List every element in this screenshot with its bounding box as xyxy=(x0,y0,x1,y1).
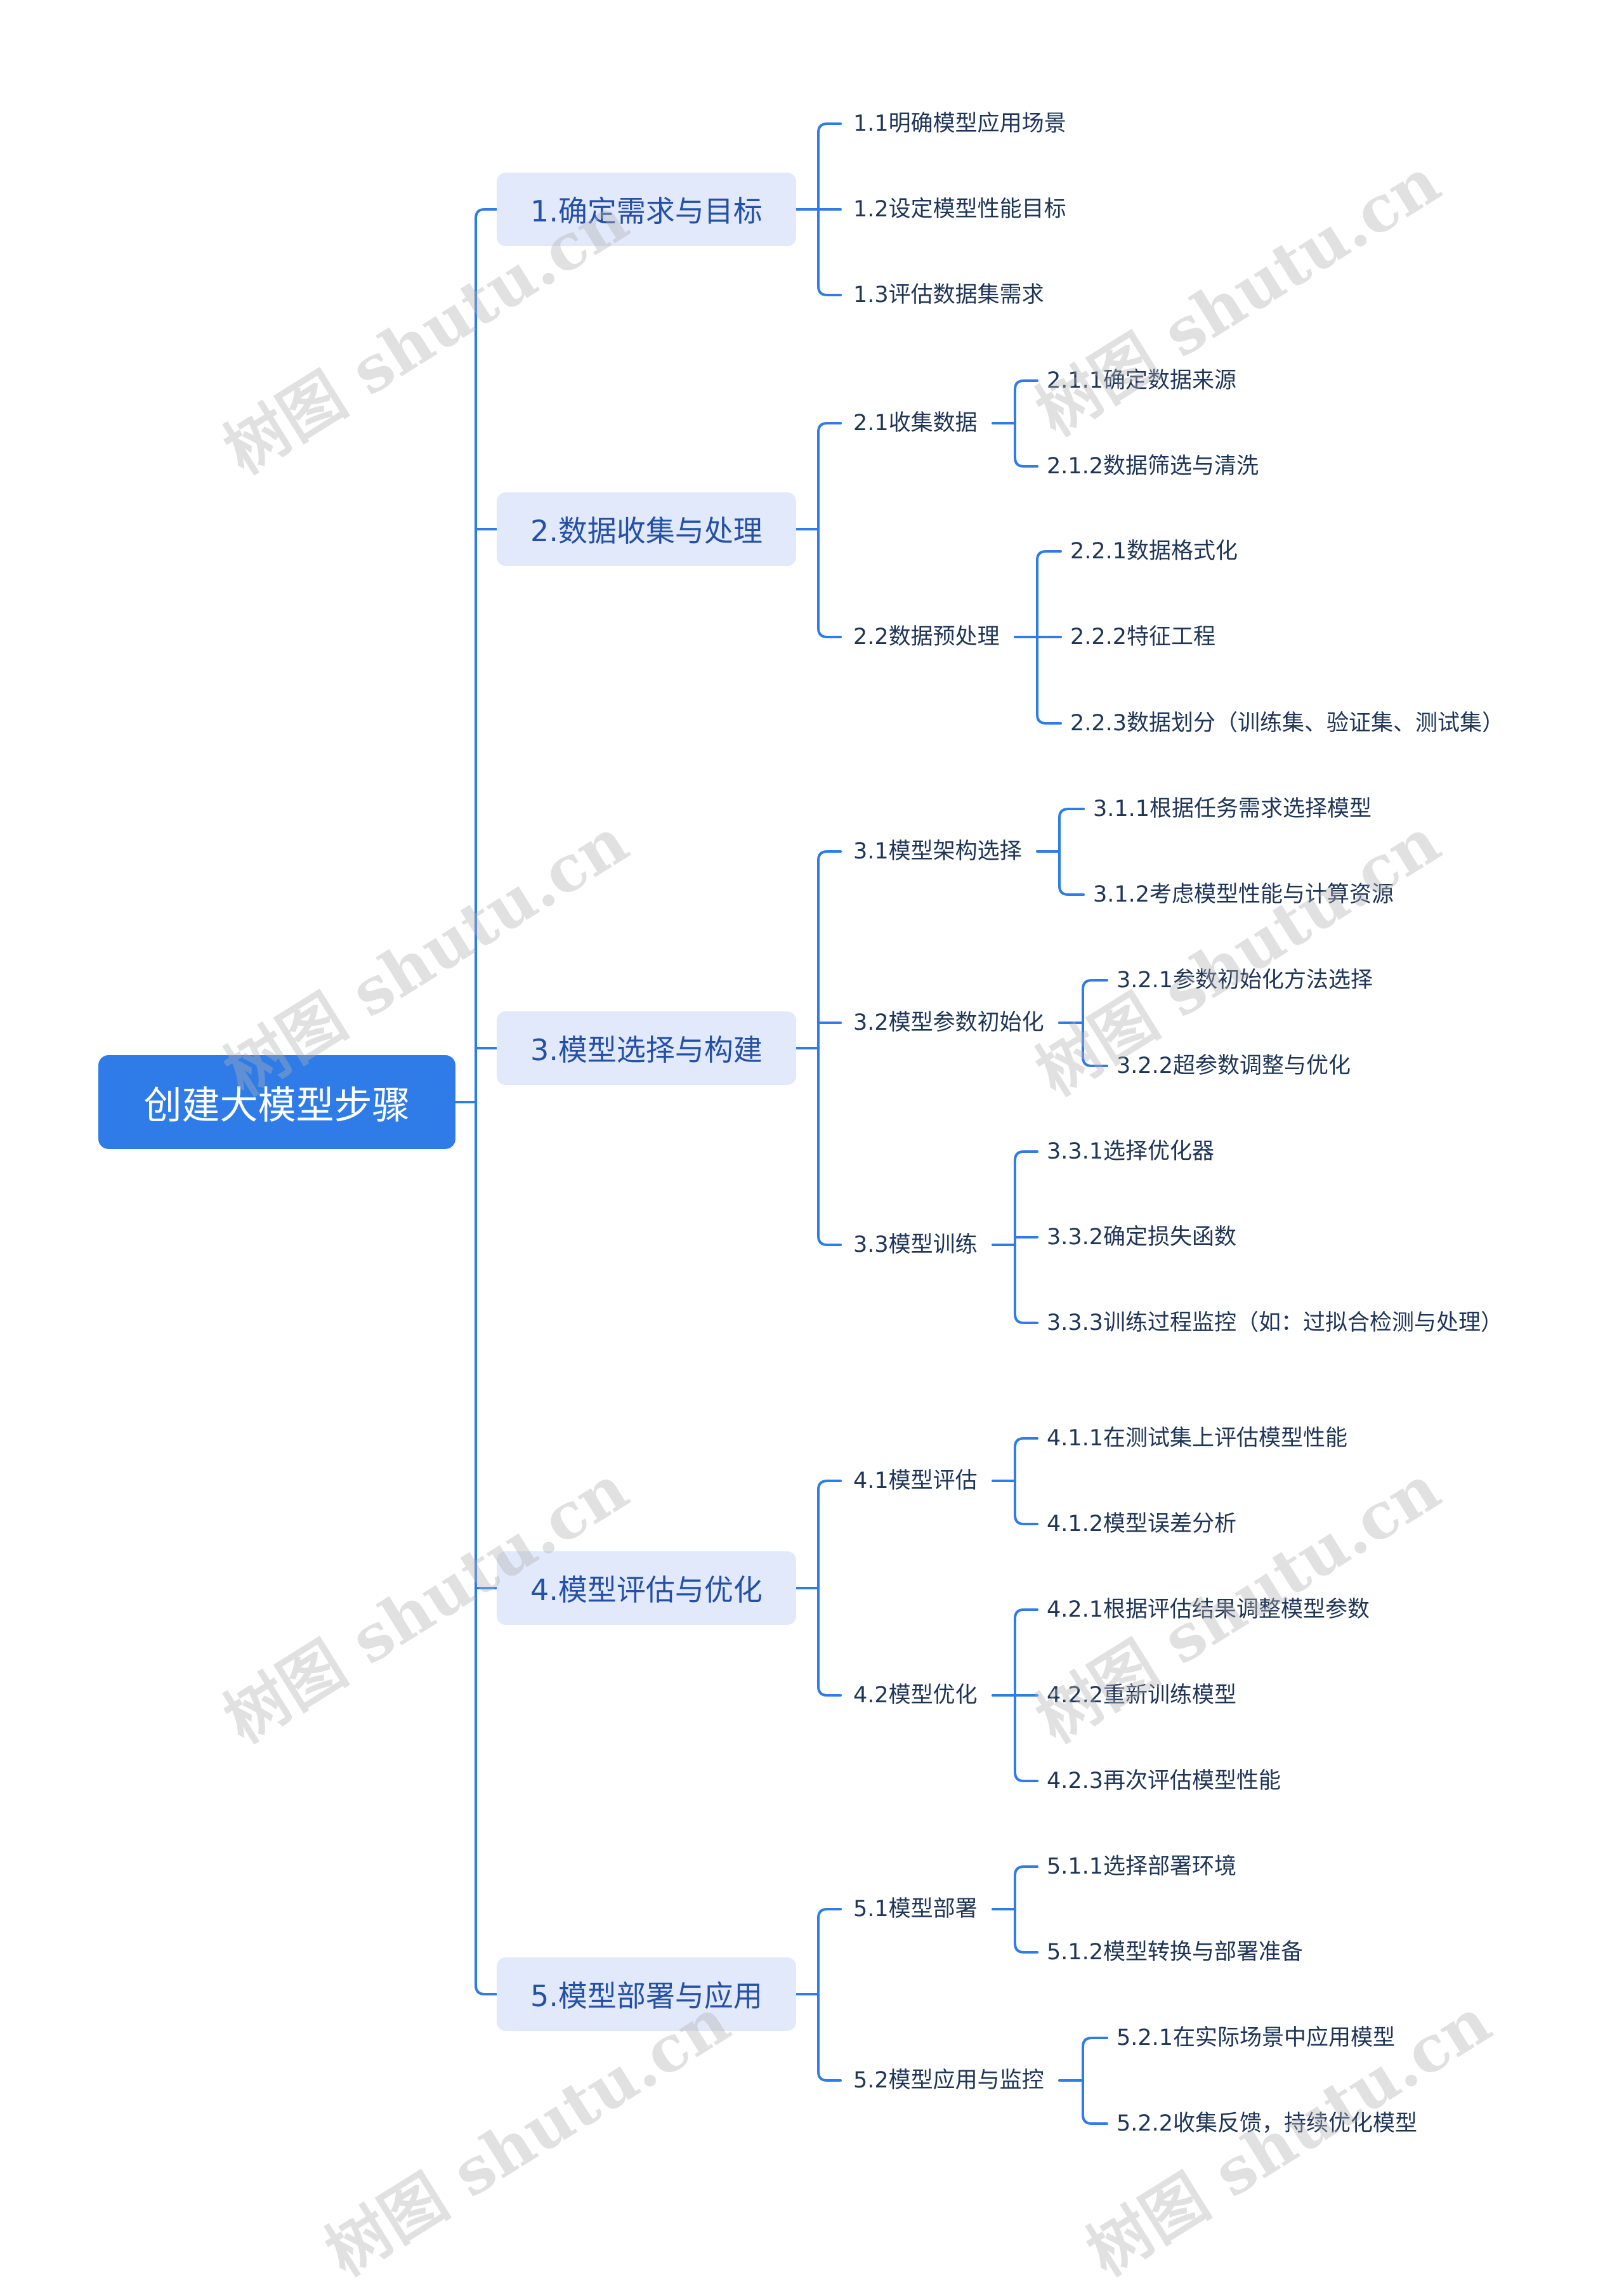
node-4-1-1[interactable]: 4.1.1在测试集上评估模型性能 xyxy=(1047,1426,1348,1451)
connector-branch-3 xyxy=(795,850,842,1246)
node-5-1-2[interactable]: 5.1.2模型转换与部署准备 xyxy=(1047,1940,1304,1965)
node-3-3[interactable]: 3.3模型训练 xyxy=(853,1232,978,1258)
node-3-3-3[interactable]: 3.3.3训练过程监控（如：过拟合检测与处理） xyxy=(1047,1310,1503,1336)
node-2-2[interactable]: 2.2数据预处理 xyxy=(853,624,1000,650)
node-2-1-2[interactable]: 2.1.2数据筛选与清洗 xyxy=(1047,454,1259,479)
node-3-1-2[interactable]: 3.1.2考虑模型性能与计算资源 xyxy=(1093,882,1394,907)
connector-5-2 xyxy=(1058,2037,1108,2125)
connector-branch-5 xyxy=(795,1908,842,2082)
node-1-2[interactable]: 1.2设定模型性能目标 xyxy=(853,197,1066,222)
connector-4-1 xyxy=(992,1437,1038,1525)
node-4-2-3[interactable]: 4.2.3再次评估模型性能 xyxy=(1047,1768,1281,1794)
node-2-2-3[interactable]: 2.2.3数据划分（训练集、验证集、测试集） xyxy=(1070,711,1505,736)
connector-5-1 xyxy=(992,1865,1038,1954)
node-1-3[interactable]: 1.3评估数据集需求 xyxy=(853,282,1044,308)
node-4-2-1[interactable]: 4.2.1根据评估结果调整模型参数 xyxy=(1047,1597,1370,1622)
branch-2-node[interactable]: 2.数据收集与处理 xyxy=(497,492,796,566)
connector-2-1 xyxy=(992,379,1038,468)
connector-4-2 xyxy=(992,1608,1038,1782)
node-2-2-2[interactable]: 2.2.2特征工程 xyxy=(1070,624,1216,650)
connector-lines xyxy=(454,122,1108,2125)
node-1-1[interactable]: 1.1明确模型应用场景 xyxy=(853,111,1066,136)
branch-5-node[interactable]: 5.模型部署与应用 xyxy=(497,1957,796,2031)
root-node[interactable]: 创建大模型步骤 xyxy=(98,1055,455,1149)
connector-3-2 xyxy=(1058,979,1108,1067)
node-3-3-1[interactable]: 3.3.1选择优化器 xyxy=(1047,1139,1215,1164)
mindmap-canvas: 创建大模型步骤 1.确定需求与目标 2.数据收集与处理 3.模型选择与构建 4.… xyxy=(98,111,1505,2290)
node-3-1-1[interactable]: 3.1.1根据任务需求选择模型 xyxy=(1093,796,1372,822)
connector-3-3 xyxy=(992,1150,1038,1324)
node-2-2-1[interactable]: 2.2.1数据格式化 xyxy=(1070,539,1238,564)
node-5-2-2[interactable]: 5.2.2收集反馈，持续优化模型 xyxy=(1116,2111,1418,2136)
connector-3-1 xyxy=(1036,808,1085,896)
node-2-1[interactable]: 2.1收集数据 xyxy=(853,411,978,436)
branch-1-node[interactable]: 1.确定需求与目标 xyxy=(497,173,796,246)
connector-branch-4 xyxy=(795,1480,842,1697)
node-5-2-1[interactable]: 5.2.1在实际场景中应用模型 xyxy=(1116,2025,1396,2051)
node-3-1[interactable]: 3.1模型架构选择 xyxy=(853,839,1022,864)
branch-3-node[interactable]: 3.模型选择与构建 xyxy=(497,1011,796,1085)
node-3-2-1[interactable]: 3.2.1参数初始化方法选择 xyxy=(1116,968,1373,993)
node-4-1-2[interactable]: 4.1.2模型误差分析 xyxy=(1047,1511,1237,1537)
connector-root xyxy=(454,208,498,1995)
node-4-1[interactable]: 4.1模型评估 xyxy=(853,1468,978,1494)
connector-branch-1 xyxy=(795,122,842,296)
node-4-2-2[interactable]: 4.2.2重新训练模型 xyxy=(1047,1683,1237,1708)
node-4-2[interactable]: 4.2模型优化 xyxy=(853,1683,978,1708)
node-5-1[interactable]: 5.1模型部署 xyxy=(853,1896,978,1922)
node-3-2-2[interactable]: 3.2.2超参数调整与优化 xyxy=(1116,1053,1351,1079)
node-2-1-1[interactable]: 2.1.1确定数据来源 xyxy=(1047,368,1237,393)
node-3-3-2[interactable]: 3.3.2确定损失函数 xyxy=(1047,1225,1237,1250)
branch-4-node[interactable]: 4.模型评估与优化 xyxy=(497,1551,796,1625)
connector-branch-2 xyxy=(795,422,842,638)
node-5-1-1[interactable]: 5.1.1选择部署环境 xyxy=(1047,1854,1237,1879)
node-5-2[interactable]: 5.2模型应用与监控 xyxy=(853,2068,1044,2093)
node-3-2[interactable]: 3.2模型参数初始化 xyxy=(853,1010,1044,1035)
connector-2-2 xyxy=(1014,550,1062,725)
